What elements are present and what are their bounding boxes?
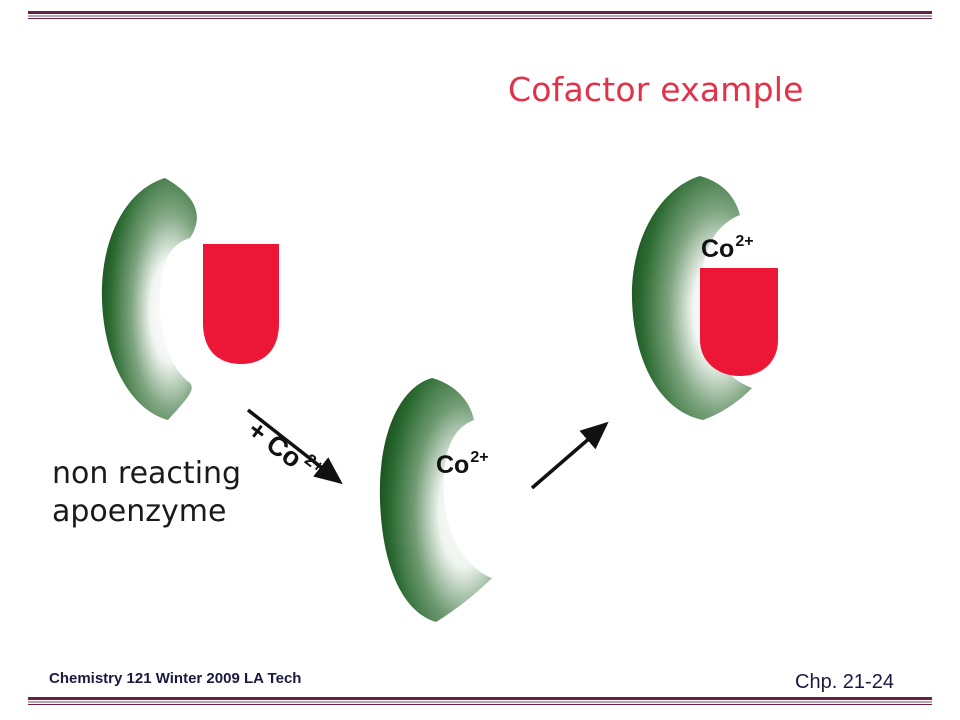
- holoenzyme-right: [631, 176, 752, 420]
- course-footer: Chemistry 121 Winter 2009 LA Tech: [49, 670, 302, 687]
- top-rule: [28, 11, 932, 19]
- bottom-rule: [28, 697, 932, 705]
- cobalt-ion-label-middle: Co2+: [436, 449, 489, 480]
- substrate-block-right: [700, 268, 778, 376]
- enzyme-middle: [379, 378, 492, 622]
- reaction-arrow-down: [246, 408, 343, 485]
- reaction-arrow-up: [530, 421, 609, 490]
- ion-mid-symbol: Co: [436, 451, 470, 479]
- apoenzyme-left: [101, 178, 197, 420]
- slide-number: Chp. 21-24: [795, 671, 894, 693]
- cobalt-ion-label-right: Co2+: [701, 233, 754, 264]
- apoenzyme-label-line1: non reacting: [52, 456, 242, 491]
- apoenzyme-label: non reacting apoenzyme: [52, 455, 241, 531]
- ion-right-charge: 2+: [735, 233, 754, 250]
- slide-title: Cofactor example: [508, 70, 804, 109]
- substrate-block-left: [203, 244, 279, 364]
- ion-mid-charge: 2+: [470, 449, 489, 466]
- ion-right-symbol: Co: [701, 235, 735, 263]
- apoenzyme-label-line2: apoenzyme: [52, 494, 227, 529]
